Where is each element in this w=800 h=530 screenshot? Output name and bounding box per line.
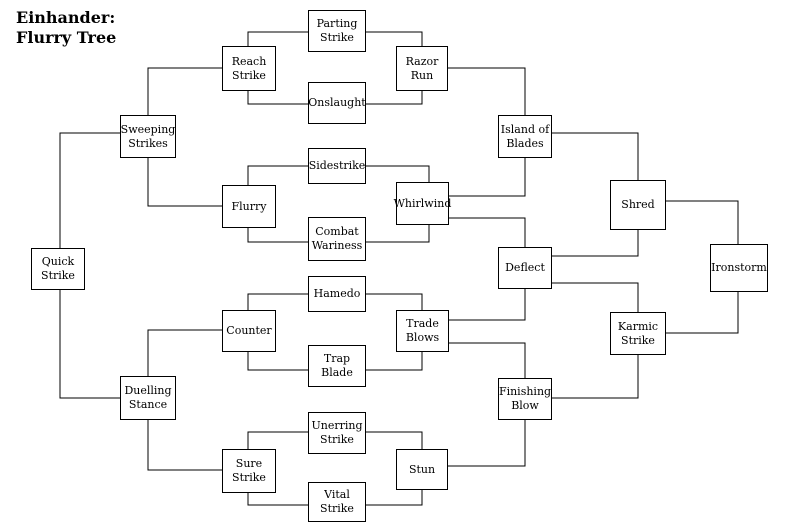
link-trap-trade bbox=[366, 352, 423, 371]
skill-label: Trade Blows bbox=[405, 317, 440, 344]
skill-label: Finishing Blow bbox=[498, 385, 552, 412]
skill-ironstorm[interactable]: Ironstorm bbox=[710, 244, 768, 292]
skill-label: Sure Strike bbox=[232, 457, 266, 484]
skill-sidestrike[interactable]: Sidestrike bbox=[308, 148, 366, 184]
skill-label: Stun bbox=[408, 462, 436, 476]
link-quick-sweeping bbox=[59, 132, 120, 248]
skill-quick-strike[interactable]: Quick Strike bbox=[31, 248, 85, 290]
link-flurry-sidestrike bbox=[247, 165, 308, 185]
link-razor-island bbox=[448, 67, 526, 115]
link-deflect-karmic bbox=[552, 282, 639, 312]
link-duelling-sure bbox=[147, 420, 222, 471]
skill-label: Sweeping Strikes bbox=[120, 122, 176, 150]
link-karmic-ironstorm bbox=[666, 292, 739, 334]
skill-sweeping-strikes[interactable]: Sweeping Strikes bbox=[120, 115, 176, 158]
link-unerring-stun bbox=[366, 431, 423, 449]
skill-onslaught[interactable]: Onslaught bbox=[308, 82, 366, 124]
link-sure-unerring bbox=[247, 431, 308, 449]
skill-parting-strike[interactable]: Parting Strike bbox=[308, 10, 366, 52]
link-counter-hamedo bbox=[247, 293, 308, 310]
skill-flurry[interactable]: Flurry bbox=[222, 185, 276, 228]
link-sidestrike-whirlwind bbox=[366, 165, 430, 182]
link-stun-finishing bbox=[448, 420, 526, 467]
skill-label: Counter bbox=[226, 324, 272, 337]
link-island-shred bbox=[552, 132, 639, 180]
skill-label: Trap Blade bbox=[321, 352, 353, 379]
link-combat-whirlwind bbox=[366, 225, 430, 243]
skill-sure-strike[interactable]: Sure Strike bbox=[222, 449, 276, 493]
skill-whirlwind[interactable]: Whirlwind bbox=[393, 182, 452, 225]
skill-stun[interactable]: Stun bbox=[396, 449, 448, 490]
skill-shred[interactable]: Shred bbox=[610, 180, 666, 230]
skill-label: Karmic Strike bbox=[617, 319, 659, 347]
link-flurry-combat bbox=[247, 228, 308, 243]
skill-label: Hamedo bbox=[313, 287, 361, 300]
skill-label: Flurry bbox=[231, 199, 267, 213]
skill-razor-run[interactable]: Razor Run bbox=[396, 46, 448, 91]
link-sweeping-flurry bbox=[147, 152, 222, 207]
link-reach-parting bbox=[247, 31, 308, 46]
skill-island-of-blades[interactable]: Island of Blades bbox=[498, 115, 552, 158]
link-deflect-shred bbox=[552, 230, 639, 257]
link-onslaught-razor bbox=[366, 91, 423, 105]
link-sure-vital bbox=[247, 493, 308, 506]
skill-duelling-stance[interactable]: Duelling Stance bbox=[120, 376, 176, 420]
skill-vital-strike[interactable]: Vital Strike bbox=[308, 482, 366, 522]
skill-label: Quick Strike bbox=[41, 255, 75, 282]
skill-label: Ironstorm bbox=[711, 261, 767, 274]
skill-trap-blade[interactable]: Trap Blade bbox=[308, 345, 366, 387]
skill-combat-wariness[interactable]: Combat Wariness bbox=[308, 217, 366, 261]
link-whirlwind-island bbox=[449, 158, 526, 197]
link-duelling-counter bbox=[147, 329, 222, 376]
title-line-1: Einhander: bbox=[16, 8, 116, 27]
link-trade-deflect bbox=[449, 289, 526, 321]
link-trade-finishing bbox=[448, 342, 526, 378]
link-reach-onslaught bbox=[247, 91, 308, 105]
skill-label: Whirlwind bbox=[393, 196, 452, 210]
skill-label: Vital Strike bbox=[320, 488, 354, 515]
skill-label: Parting Strike bbox=[316, 17, 358, 44]
skill-label: Deflect bbox=[505, 261, 545, 274]
link-hamedo-trade bbox=[366, 293, 423, 310]
link-vital-stun bbox=[366, 490, 423, 506]
skill-label: Unerring Strike bbox=[311, 419, 363, 446]
skill-label: Island of Blades bbox=[500, 122, 550, 150]
link-sweeping-reach bbox=[147, 67, 222, 120]
skill-deflect[interactable]: Deflect bbox=[498, 247, 552, 289]
link-shred-ironstorm bbox=[666, 200, 739, 244]
skill-label: Combat Wariness bbox=[311, 225, 363, 252]
skill-label: Onslaught bbox=[308, 96, 366, 109]
skill-label: Reach Strike bbox=[231, 54, 267, 82]
skill-karmic-strike[interactable]: Karmic Strike bbox=[610, 312, 666, 355]
skill-label: Sidestrike bbox=[308, 159, 366, 172]
link-counter-trap bbox=[247, 352, 308, 371]
skill-label: Razor Run bbox=[405, 54, 439, 82]
diagram-title: Einhander: Flurry Tree bbox=[16, 8, 116, 48]
skill-label: Shred bbox=[621, 198, 655, 211]
skill-unerring-strike[interactable]: Unerring Strike bbox=[308, 412, 366, 454]
title-line-2: Flurry Tree bbox=[16, 28, 117, 47]
link-finishing-karmic bbox=[552, 355, 639, 399]
link-quick-duelling bbox=[59, 290, 120, 399]
skill-finishing-blow[interactable]: Finishing Blow bbox=[498, 378, 552, 420]
skill-label: Duelling Stance bbox=[124, 384, 172, 411]
link-parting-razor bbox=[366, 31, 423, 46]
skill-reach-strike[interactable]: Reach Strike bbox=[222, 46, 276, 91]
skill-hamedo[interactable]: Hamedo bbox=[308, 276, 366, 312]
skill-trade-blows[interactable]: Trade Blows bbox=[396, 310, 449, 352]
skill-counter[interactable]: Counter bbox=[222, 310, 276, 352]
